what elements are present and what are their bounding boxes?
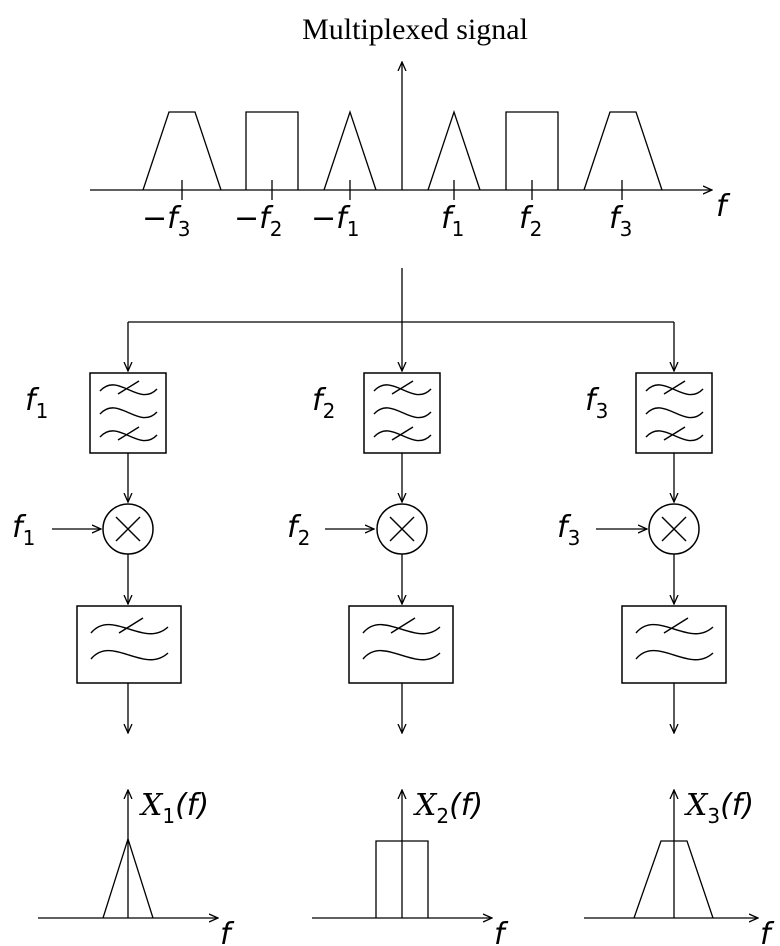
tick-label-neg-f1: −f1	[311, 201, 359, 241]
bandpass-filter-2-icon	[363, 372, 441, 454]
signal-distribution	[128, 268, 674, 371]
band-neg-f3-trapezoid	[142, 111, 222, 191]
mixer-input-label-3: f3	[557, 510, 580, 550]
mixer-input-label-2: f2	[287, 510, 310, 550]
tick-label-f3: f3	[609, 201, 632, 241]
bandpass-filter-1-icon	[89, 372, 167, 454]
output-2-label: X2(f)	[413, 788, 483, 828]
output-spectrum-1: f X1(f)	[38, 788, 235, 946]
diagram-title: Multiplexed signal	[302, 13, 528, 46]
output-3-label: X3(f)	[684, 788, 754, 828]
output-2-rectangle	[375, 840, 429, 918]
output-1-label: X1(f)	[139, 788, 209, 828]
branch-2: f2 f2	[287, 372, 454, 733]
bandpass-filter-label-2: f2	[312, 383, 335, 423]
band-f3-trapezoid	[583, 111, 663, 191]
lowpass-filter-2-icon	[348, 605, 454, 684]
lowpass-filter-1-icon	[76, 605, 182, 684]
multiplexed-spectrum: f −f3 −f2 −f1 f1 f2 f3	[90, 62, 731, 241]
tick-label-f2: f2	[519, 201, 542, 241]
bandpass-filter-3-icon	[635, 372, 713, 454]
band-f2-rectangle	[505, 111, 559, 190]
mixer-1-icon	[102, 503, 154, 555]
output-3-axis-label: f	[760, 917, 775, 946]
mixer-input-label-1: f1	[12, 510, 35, 550]
branch-3: f3 f3	[557, 372, 727, 733]
output-2-axis-label: f	[494, 917, 509, 946]
tick-label-f1: f1	[441, 201, 464, 241]
tick-label-neg-f3: −f3	[142, 201, 190, 241]
branch-1: f1 f1	[12, 372, 182, 733]
output-spectrum-3: f X3(f)	[584, 788, 775, 946]
spectrum-ticks	[181, 180, 623, 200]
spectrum-axis-label: f	[716, 189, 731, 224]
band-neg-f2-rectangle	[245, 111, 299, 190]
band-neg-f1-triangle	[323, 109, 377, 191]
output-1-axis-label: f	[220, 917, 235, 946]
bandpass-filter-label-1: f1	[25, 383, 48, 423]
band-f1-triangle	[427, 109, 481, 191]
output-1-triangle	[102, 836, 154, 919]
lowpass-filter-3-icon	[621, 605, 727, 684]
mixer-3-icon	[648, 503, 700, 555]
output-3-trapezoid	[633, 840, 714, 919]
bandpass-filter-label-3: f3	[585, 383, 608, 423]
tick-label-neg-f2: −f2	[234, 201, 282, 241]
mixer-2-icon	[376, 503, 428, 555]
output-spectrum-2: f X2(f)	[312, 788, 509, 946]
